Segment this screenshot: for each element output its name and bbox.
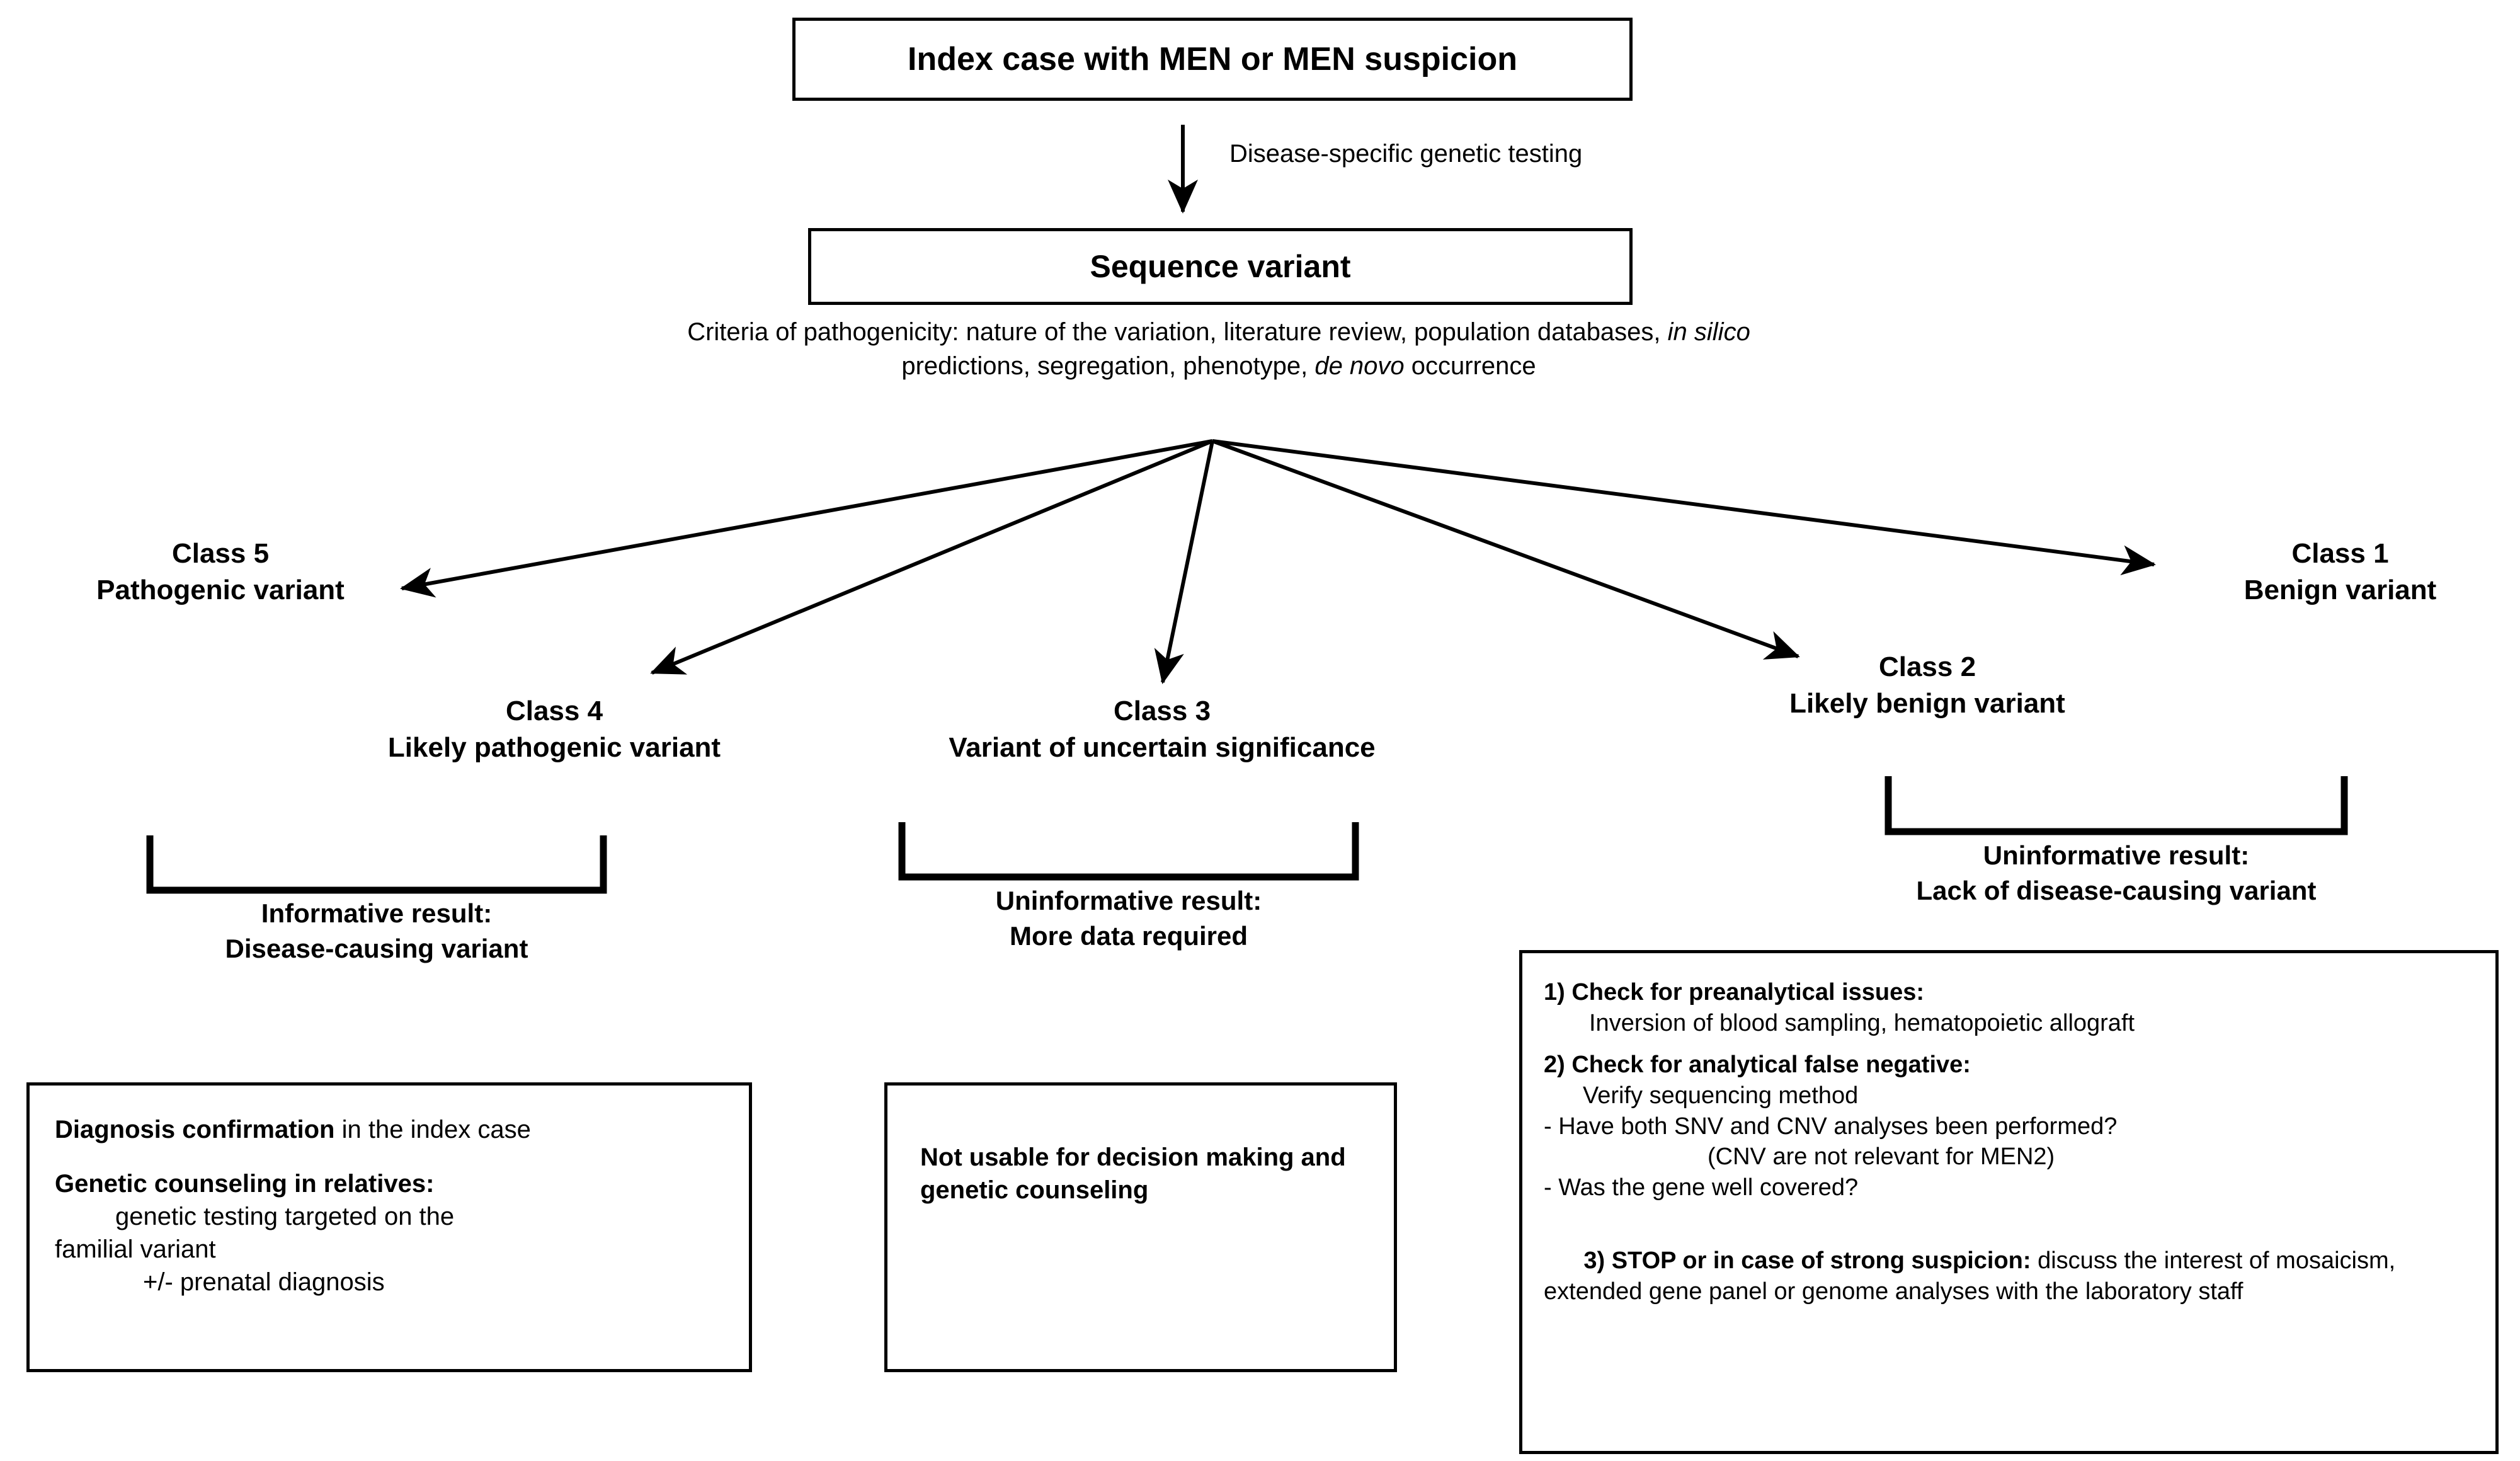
arrow-to-class2 <box>1211 439 1800 660</box>
class4-name: Likely pathogenic variant <box>387 732 721 764</box>
class3-number: Class 3 <box>1113 696 1211 726</box>
bracket-right-line2: Lack of disease-causing variant <box>1916 876 2317 906</box>
criteria-line-2: predictions, segregation, phenotype, de … <box>403 349 2034 383</box>
outcome-left-line1-rest: in the index case <box>334 1116 531 1143</box>
class-label-class2: Class 2 Likely benign variant <box>1612 649 2242 722</box>
outcome-left-line4: familial variant <box>55 1235 216 1263</box>
class5-name: Pathogenic variant <box>96 575 345 606</box>
outcome-left-line1: Diagnosis confirmation in the index case <box>55 1113 724 1146</box>
action-item-2-bullet-2: - Was the gene well covered? <box>1544 1174 1859 1201</box>
criteria-line1-italic: in silico <box>1667 318 1750 346</box>
criteria-line1-text: Criteria of pathogenicity: nature of the… <box>687 318 1668 346</box>
criteria-of-pathogenicity: Criteria of pathogenicity: nature of the… <box>403 315 2034 383</box>
outcome-left-line3: genetic testing targeted on the <box>115 1203 455 1230</box>
outcome-middle-text: Not usable for decision making and genet… <box>920 1143 1353 1204</box>
action-item-1-title: 1) Check for preanalytical issues: <box>1544 979 1925 1006</box>
class1-name: Benign variant <box>2243 575 2437 606</box>
outcome-left-line5: +/- prenatal diagnosis <box>143 1268 385 1296</box>
action-item-3-rest: discuss the interest of mosaicism, exten… <box>1544 1247 2402 1305</box>
class4-number: Class 4 <box>505 696 603 726</box>
outcome-left-line2: Genetic counseling in relatives: <box>55 1170 435 1198</box>
bracket-middle-line1: Uninformative result: <box>995 886 1262 915</box>
sequence-variant-box: Sequence variant <box>808 228 1633 305</box>
bracket-label-left: Informative result: Disease-causing vari… <box>137 896 616 967</box>
class-label-class3: Class 3 Variant of uncertain significanc… <box>831 693 1493 766</box>
bracket-middle-line2: More data required <box>1009 921 1248 951</box>
action-item-2-note: (CNV are not relevant for MEN2) <box>1708 1143 2055 1171</box>
action-item-1-detail: Inversion of blood sampling, hematopoiet… <box>1589 1009 2135 1036</box>
bracket-left-line1: Informative result: <box>261 898 493 928</box>
class-label-class5: Class 5 Pathogenic variant <box>0 536 441 609</box>
arrow-to-class3 <box>1154 440 1214 684</box>
bracket-middle <box>898 822 1359 881</box>
action-item-3: 3) STOP or in case of strong suspicion: … <box>1544 1214 2474 1339</box>
bracket-label-middle: Uninformative result: More data required <box>889 883 1368 954</box>
arrow-to-class1 <box>1212 439 2156 576</box>
action-item-2-title: 2) Check for analytical false negative: <box>1544 1051 1971 1079</box>
outcome-left-line1-bold: Diagnosis confirmation <box>55 1116 335 1143</box>
edge-label-genetic-testing: Disease-specific genetic testing <box>1229 140 1582 168</box>
bracket-left <box>146 835 607 894</box>
outcome-box-informative: Diagnosis confirmation in the index case… <box>26 1082 752 1372</box>
criteria-line2-tail: occurrence <box>1404 352 1536 380</box>
class2-number: Class 2 <box>1878 651 1976 682</box>
class-label-class1: Class 1 Benign variant <box>2160 536 2520 609</box>
bracket-label-right: Uninformative result: Lack of disease-ca… <box>1845 838 2387 909</box>
index-case-label: Index case with MEN or MEN suspicion <box>908 41 1517 77</box>
class5-number: Class 5 <box>171 538 270 569</box>
edge-label-text: Disease-specific genetic testing <box>1229 140 1583 168</box>
arrow-to-class5 <box>400 439 1213 598</box>
action-item-2-detail: Verify sequencing method <box>1583 1082 1859 1109</box>
criteria-line-1: Criteria of pathogenicity: nature of the… <box>403 315 2034 349</box>
class2-name: Likely benign variant <box>1789 688 2065 719</box>
bracket-left-line2: Disease-causing variant <box>225 934 528 964</box>
bracket-right-line1: Uninformative result: <box>1983 840 2250 870</box>
arrow-to-class4 <box>650 439 1214 675</box>
class3-name: Variant of uncertain significance <box>949 732 1376 764</box>
outcome-box-not-usable: Not usable for decision making and genet… <box>884 1082 1397 1372</box>
bracket-right <box>1884 776 2348 835</box>
index-case-box: Index case with MEN or MEN suspicion <box>792 18 1633 101</box>
sequence-variant-label: Sequence variant <box>1090 249 1351 284</box>
action-item-3-title: 3) STOP or in case of strong suspicion: <box>1583 1247 2031 1274</box>
class1-number: Class 1 <box>2291 538 2389 569</box>
action-item-2-bullet-1: - Have both SNV and CNV analyses been pe… <box>1544 1113 2118 1140</box>
criteria-line2-text: predictions, segregation, phenotype, <box>901 352 1315 380</box>
criteria-line2-italic: de novo <box>1314 352 1405 380</box>
outcome-box-uninformative-actions: 1) Check for preanalytical issues: Inver… <box>1519 950 2499 1454</box>
class-label-class4: Class 4 Likely pathogenic variant <box>328 693 781 766</box>
